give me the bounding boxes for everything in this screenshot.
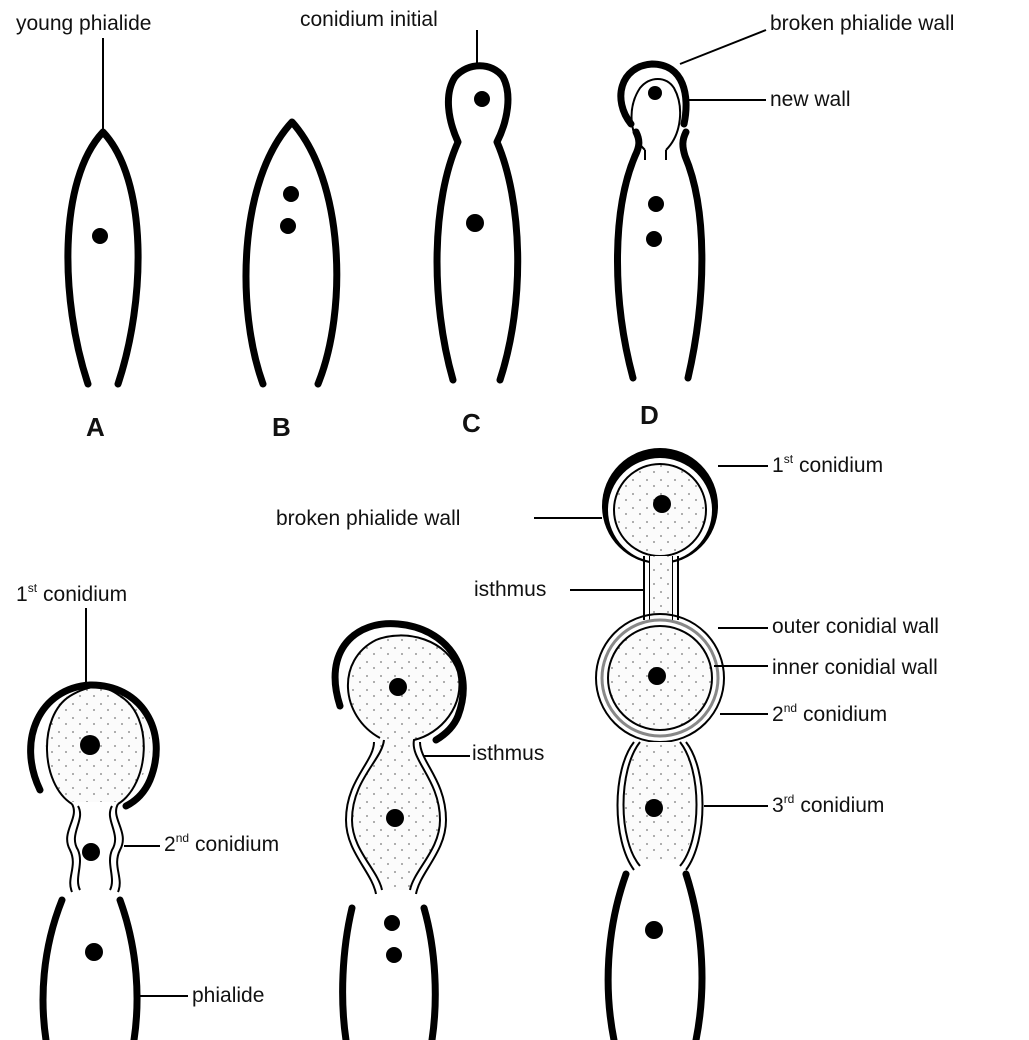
label-outer-conidial-wall: outer conidial wall	[772, 615, 939, 638]
label-inner-conidial-wall: inner conidial wall	[772, 656, 938, 679]
label-conidium-initial: conidium initial	[300, 8, 438, 31]
leader-broken-phialide-wall-top	[680, 30, 766, 64]
stage-a-phialide	[68, 132, 138, 384]
stage-label-b: B	[272, 412, 291, 442]
stage-b-phialide	[246, 122, 337, 384]
stage-c-phialide	[437, 66, 518, 380]
stage-label-c: C	[462, 408, 481, 438]
label-isthmus-mid: isthmus	[472, 742, 544, 765]
stage-d-phialide	[617, 64, 701, 378]
bottom-right-phialide	[596, 448, 724, 1040]
label-broken-phialide-wall-top: broken phialide wall	[770, 12, 954, 35]
bottom-left-phialide	[31, 684, 157, 1040]
label-new-wall: new wall	[770, 88, 851, 111]
stage-label-a: A	[86, 412, 105, 442]
label-young-phialide: young phialide	[16, 12, 151, 35]
stage-label-d: D	[640, 400, 659, 430]
bottom-middle-phialide	[335, 624, 463, 1040]
label-phialide: phialide	[192, 984, 264, 1007]
label-broken-phialide-wall-mid: broken phialide wall	[276, 507, 460, 530]
label-isthmus-right: isthmus	[474, 578, 546, 601]
